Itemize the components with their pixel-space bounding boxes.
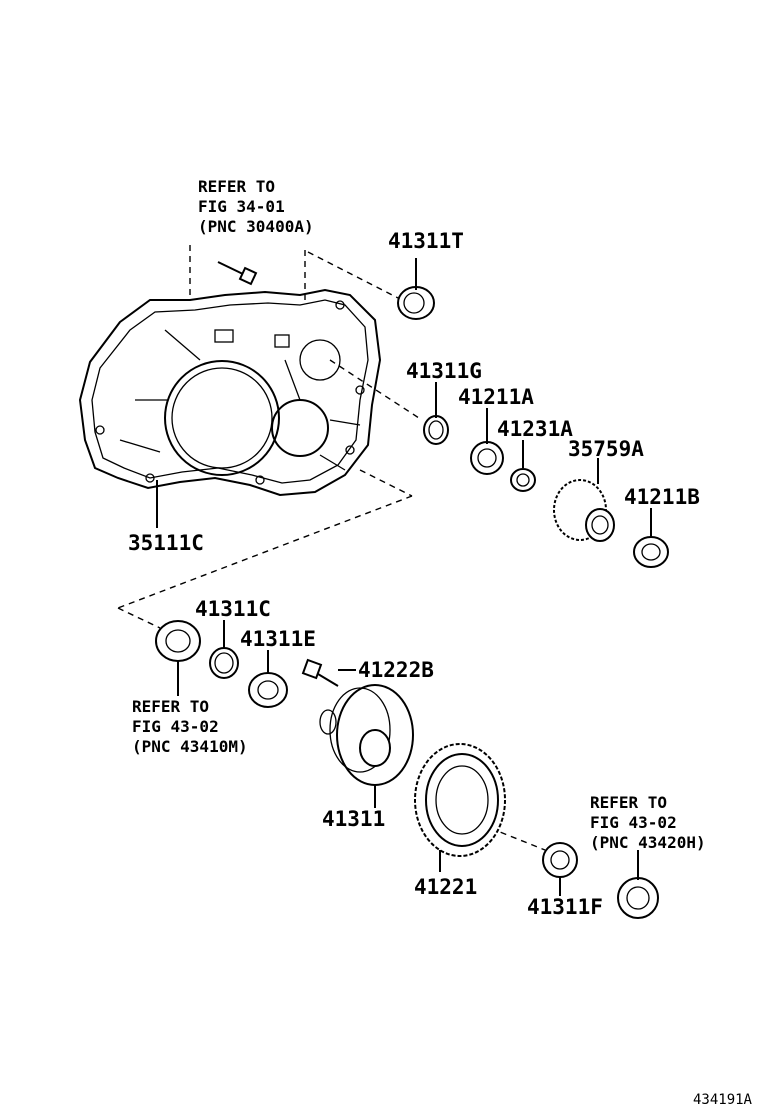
label-41311T: 41311T — [388, 229, 464, 253]
ref-right-line-1: REFER TO — [590, 793, 667, 812]
seal-right-43420H — [617, 877, 659, 919]
ring-gear-41221 — [414, 743, 506, 857]
label-41222B: 41222B — [358, 658, 434, 682]
reference-note-left: REFER TO FIG 43-02 (PNC 43410M) — [132, 697, 248, 756]
bearing-41311C — [209, 647, 239, 679]
label-41311: 41311 — [322, 807, 385, 831]
label-41231A: 41231A — [497, 417, 573, 441]
ref-left-line-3: (PNC 43410M) — [132, 737, 248, 756]
label-41221: 41221 — [414, 875, 477, 899]
ref-left-line-2: FIG 43-02 — [132, 717, 219, 736]
label-41311G: 41311G — [406, 359, 482, 383]
gear-35759A — [553, 479, 615, 542]
ref-top-line-2: FIG 34-01 — [198, 197, 285, 216]
bearing-41231A — [510, 468, 536, 492]
label-41311F: 41311F — [527, 895, 603, 919]
bearing-41211A — [470, 441, 504, 475]
bolt-41222B — [301, 658, 339, 687]
bearing-41211B — [633, 536, 669, 568]
bearing-41311T — [397, 286, 435, 320]
label-41211B: 41211B — [624, 485, 700, 509]
label-35111C: 35111C — [128, 531, 204, 555]
label-41311C: 41311C — [195, 597, 271, 621]
bearing-41311E — [248, 672, 288, 708]
ref-right-line-2: FIG 43-02 — [590, 813, 677, 832]
leader-lines — [156, 258, 652, 896]
ref-top-line-1: REFER TO — [198, 177, 275, 196]
differential-case-41311 — [319, 684, 414, 786]
ref-top-line-3: (PNC 30400A) — [198, 217, 314, 236]
label-41311E: 41311E — [240, 627, 316, 651]
label-41211A: 41211A — [458, 385, 534, 409]
reference-note-right: REFER TO FIG 43-02 (PNC 43420H) — [590, 793, 706, 852]
reference-note-top: REFER TO FIG 34-01 (PNC 30400A) — [198, 177, 314, 236]
transmission-case-drawing — [78, 261, 382, 497]
seal-left-43410M — [155, 620, 201, 662]
bearing-41311F — [542, 842, 578, 878]
label-35759A: 35759A — [568, 437, 644, 461]
figure-id: 434191A — [693, 1092, 753, 1108]
bearing-41311G — [423, 415, 449, 445]
ref-left-line-1: REFER TO — [132, 697, 209, 716]
ref-right-line-3: (PNC 43420H) — [590, 833, 706, 852]
